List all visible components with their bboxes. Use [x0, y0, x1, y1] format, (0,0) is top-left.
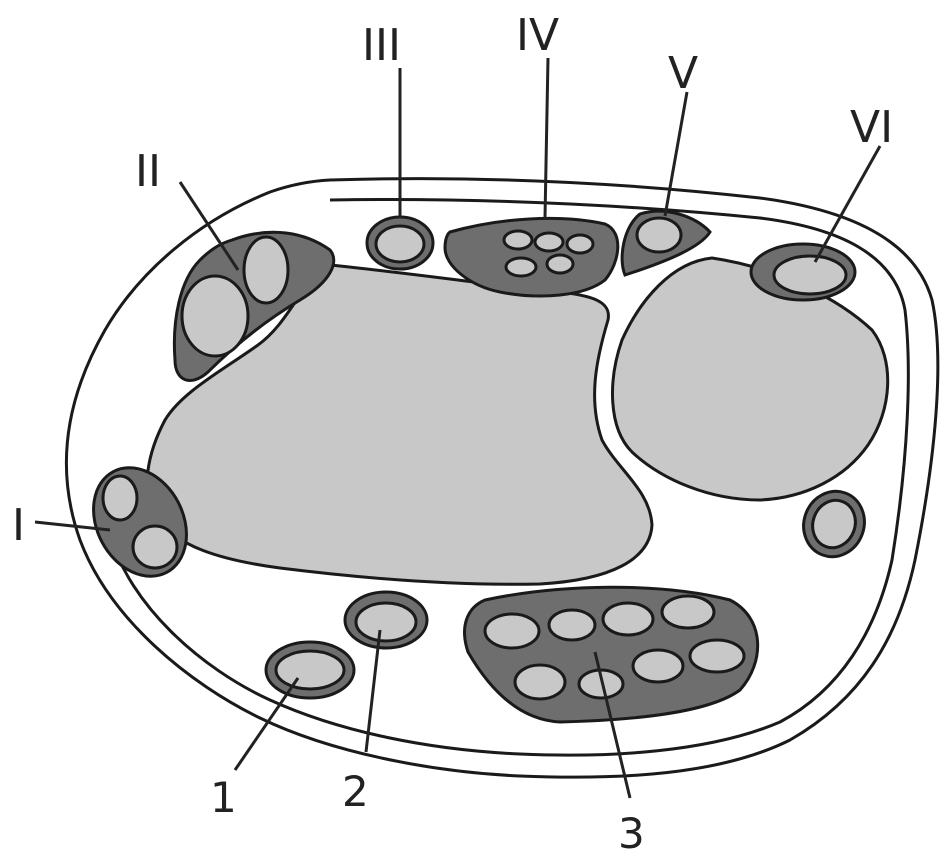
compartment-v-tendon — [637, 218, 681, 252]
structure-3-tendon — [633, 650, 683, 682]
compartment-iii-tendon — [376, 226, 424, 262]
label-1: 1 — [210, 773, 237, 822]
label-vi: VI — [850, 102, 893, 153]
label-3: 3 — [618, 809, 645, 852]
label-ii: II — [135, 146, 161, 197]
structure-3-tendon — [549, 610, 595, 640]
compartment-i-tendon-2 — [133, 526, 177, 568]
structure-2-core — [356, 603, 416, 641]
compartment-ii-tendon-2 — [244, 237, 288, 303]
compartment-iv-tendon — [567, 235, 593, 253]
structure-3-tendon — [690, 640, 744, 672]
structure-3-tendon — [485, 614, 539, 648]
structure-1-core — [276, 651, 344, 689]
label-iii: III — [362, 20, 401, 71]
label-v: V — [668, 48, 698, 99]
structure-3-tendon — [662, 596, 714, 628]
compartment-ii-tendon-1 — [182, 276, 248, 356]
compartment-iv-tendon — [547, 255, 573, 273]
compartment-i-tendon-1 — [103, 476, 137, 520]
label-2: 2 — [342, 767, 369, 816]
compartment-iv-tendon — [506, 258, 536, 276]
label-iv: IV — [516, 10, 559, 61]
compartment-iv-tendon — [535, 233, 563, 251]
structure-3-tendon — [515, 665, 565, 699]
structure-3-tendon — [603, 603, 653, 635]
compartment-vi-tendon — [774, 256, 846, 294]
label-i: I — [12, 500, 25, 551]
compartment-iv-tendon — [504, 231, 532, 249]
